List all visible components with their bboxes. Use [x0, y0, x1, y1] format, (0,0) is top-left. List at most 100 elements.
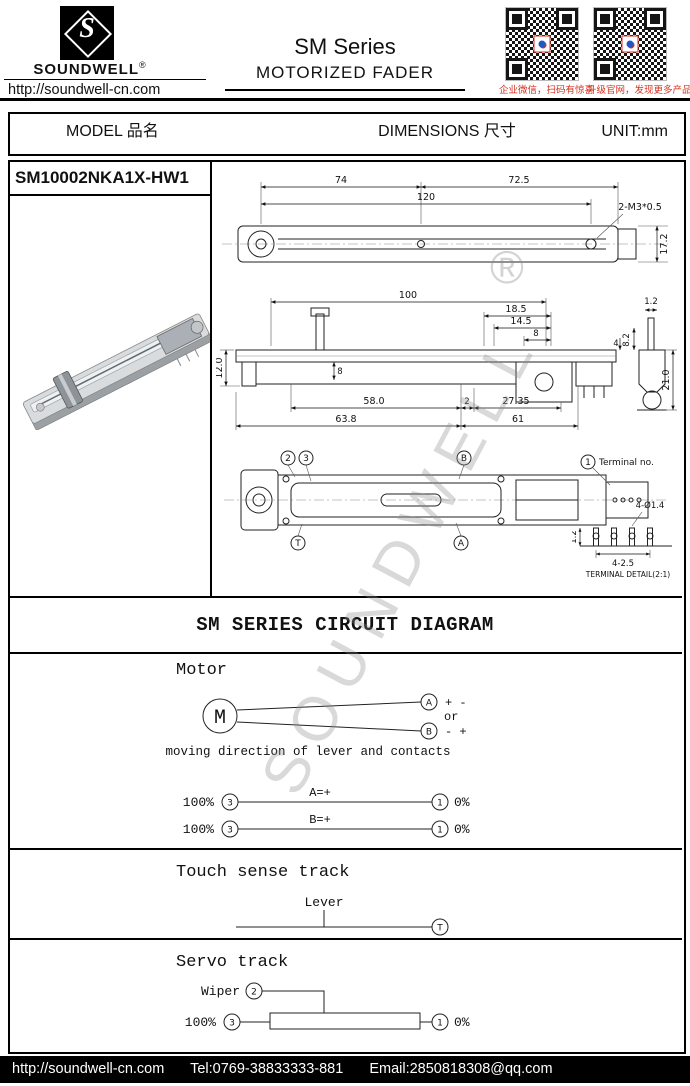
qr-caption-wechat: 企业微信，扫码有惊喜 — [499, 85, 595, 96]
motor-symbol: M — [214, 707, 226, 730]
qr-finder-icon — [594, 8, 616, 30]
registered-mark: ® — [139, 60, 147, 70]
terminal-dim-1-2: 1.2 — [572, 530, 579, 544]
terminal-3-label: 3 — [303, 454, 309, 464]
dim-72-5: 72.5 — [508, 175, 529, 186]
spec-header-row: MODEL 品名 DIMENSIONS 尺寸 UNIT:mm — [8, 112, 686, 156]
row2-0pct: 0% — [454, 822, 470, 837]
terminal-pitch-note: 4-2.5 — [612, 559, 634, 569]
motor-direction-note: moving direction of lever and contacts — [165, 745, 450, 759]
footer-telephone: Tel:0769-38833333-881 — [190, 1061, 344, 1077]
header-website: http://soundwell-cn.com — [8, 82, 161, 98]
qr-finder-icon — [506, 58, 528, 80]
motor-pin-a: A — [426, 699, 433, 709]
terminal-detail-caption: TERMINAL DETAIL(2:1) — [585, 570, 671, 579]
dim-58-0: 58.0 — [363, 396, 384, 407]
terminal-holes-note: 4-Ø1.4 — [636, 500, 665, 511]
footer-email: Email:2850818308@qq.com — [369, 1061, 553, 1077]
dim-74: 74 — [335, 175, 347, 186]
lever-label: Lever — [304, 895, 343, 910]
section-divider — [8, 848, 682, 850]
product-title: MOTORIZED FADER — [225, 63, 465, 91]
fader-product-photo — [23, 313, 210, 430]
row1-drive-label: A=+ — [309, 786, 331, 800]
brand-name: SOUNDWELL® — [5, 60, 175, 78]
dim-100: 100 — [399, 290, 417, 301]
unit-label: UNIT:mm — [601, 123, 668, 140]
circuit-diagram-title: SM SERIES CIRCUIT DIAGRAM — [196, 614, 494, 636]
servo-track-section: Servo track Wiper 2 100% 3 1 0% — [176, 953, 470, 1031]
side-view-drawing: 100 18.5 14.5 8 8.2 4 12.0 8 58.0 2 27.3… — [216, 290, 677, 430]
dim-2: 2 — [464, 397, 469, 407]
soundwell-logo: S — [60, 6, 114, 60]
header-divider — [0, 98, 690, 101]
row1-0pct: 0% — [454, 795, 470, 810]
qr-code-wechat — [505, 7, 579, 81]
model-column-label: MODEL 品名 — [66, 123, 159, 140]
motor-pin-b: B — [426, 728, 432, 738]
dimensions-column-label: DIMENSIONS 尺寸 — [378, 123, 516, 140]
row2-drive-label: B=+ — [309, 813, 331, 827]
dim-1-2-section: 1.2 — [644, 297, 658, 307]
logo-letter: S — [79, 13, 95, 44]
servo-heading: Servo track — [176, 953, 288, 972]
servo-pin-2: 2 — [251, 988, 257, 998]
dim-61: 61 — [512, 414, 524, 425]
dim-120: 120 — [417, 192, 435, 203]
dim-63-8: 63.8 — [335, 414, 356, 425]
dim-14-5: 14.5 — [510, 316, 531, 327]
dim-18-5: 18.5 — [505, 304, 526, 315]
motor-heading: Motor — [176, 661, 227, 680]
row2-pin-3: 3 — [227, 826, 233, 836]
terminal-2-label: 2 — [285, 454, 291, 464]
qr-finder-icon — [506, 8, 528, 30]
dim-27-35: 27.35 — [502, 396, 529, 407]
touch-pin-t: T — [436, 924, 443, 934]
top-view-drawing: 74 72.5 120 2-M3*0.5 17.2 — [222, 175, 670, 263]
terminal-t-label: T — [294, 539, 301, 549]
qr-code-website — [593, 7, 667, 81]
column-divider — [210, 196, 212, 598]
terminal-detail-drawing: 4-Ø1.4 4-2.5 1.2 TERMINAL DETAIL(2:1) — [572, 500, 672, 579]
servo-pin-1: 1 — [437, 1019, 443, 1029]
model-number: SM10002NKA1X-HW1 — [10, 162, 212, 196]
row1-pin-3: 3 — [227, 799, 233, 809]
dim-17-2: 17.2 — [659, 233, 670, 254]
thread-note: 2-M3*0.5 — [618, 202, 662, 213]
section-divider — [8, 652, 682, 654]
bottom-view-drawing: 2 3 B 1 Terminal no. T A — [224, 450, 666, 551]
terminal-a-label: A — [458, 539, 465, 549]
main-frame — [8, 160, 686, 1054]
qr-center-logo — [621, 35, 639, 53]
qr-finder-icon — [644, 8, 666, 30]
footer-bar: http://soundwell-cn.com Tel:0769-3883333… — [0, 1056, 690, 1083]
qr-center-logo — [533, 35, 551, 53]
series-title: SM Series — [294, 34, 396, 59]
motor-b-polarity: - + — [445, 725, 467, 739]
touch-heading: Touch sense track — [176, 863, 349, 882]
servo-0pct: 0% — [454, 1015, 470, 1030]
motor-circuit-section: Motor M A + - or B - + moving direction … — [165, 661, 470, 838]
dim-4: 4 — [613, 339, 618, 349]
dim-12-0: 12.0 — [216, 357, 225, 378]
servo-100pct: 100% — [185, 1015, 216, 1030]
row2-100pct: 100% — [183, 822, 214, 837]
row2-pin-1: 1 — [437, 826, 443, 836]
motor-a-polarity: + - — [445, 696, 467, 710]
terminal-b-label: B — [461, 454, 467, 464]
dim-21-0: 21.0 — [661, 369, 672, 390]
touch-sense-section: Touch sense track Lever T — [176, 863, 449, 936]
section-divider — [8, 596, 682, 598]
qr-finder-icon — [556, 8, 578, 30]
dim-8-2: 8.2 — [622, 333, 632, 347]
motor-or-label: or — [444, 710, 458, 724]
qr-finder-icon — [594, 58, 616, 80]
dim-8-inner: 8 — [337, 367, 342, 377]
brand-text: SOUNDWELL — [33, 61, 140, 78]
terminal-1-label: 1 — [585, 458, 591, 468]
qr-caption-website: 升级官网，发现更多产品 — [587, 85, 690, 96]
section-divider — [8, 938, 682, 940]
brand-underline — [4, 79, 206, 80]
dim-8-top: 8 — [533, 329, 538, 339]
